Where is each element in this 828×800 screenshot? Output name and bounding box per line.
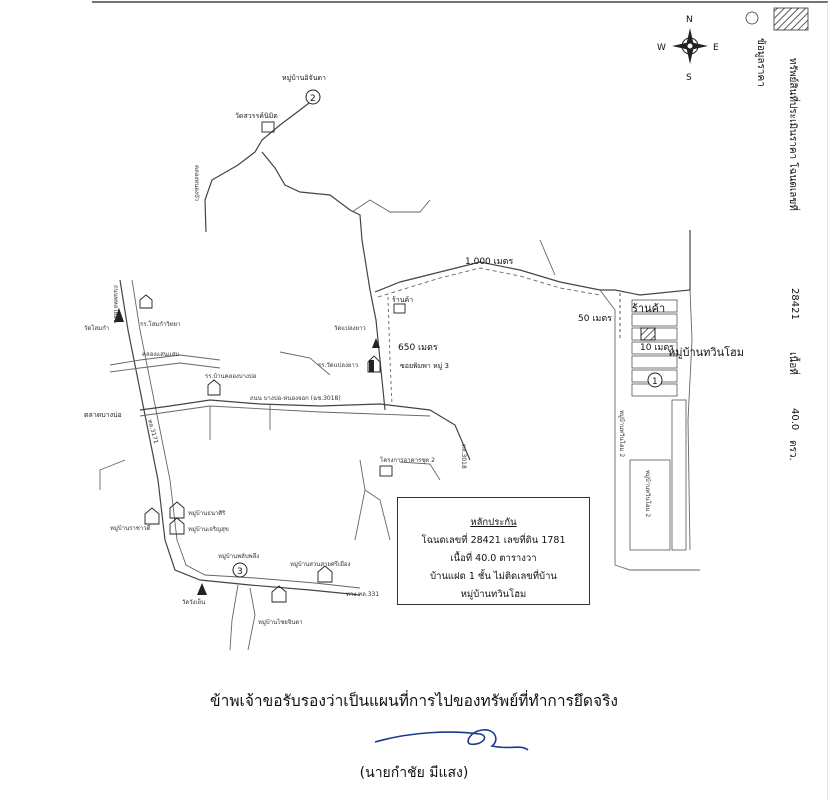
side-area-value: 40.0 xyxy=(789,408,800,431)
road-site-right xyxy=(687,289,693,551)
site-blocks xyxy=(629,299,687,551)
temple-top-box xyxy=(261,121,275,133)
road-branch-i xyxy=(247,587,256,651)
label-village-bottom: หมู่บ้านไชยจินดา xyxy=(258,618,303,626)
certification-text: ข้าพเจ้าขอรับรองว่าเป็นแผนที่การไปของทรั… xyxy=(210,692,618,710)
compass-rose-icon xyxy=(672,28,708,64)
canal-left-line-2 xyxy=(109,362,221,373)
label-school-market: รร.บ้านคลองบางบ่อ xyxy=(205,373,257,380)
label-dist-10: 10 เมตร xyxy=(640,343,674,353)
road-to-site xyxy=(374,261,615,293)
road-main-left-edge xyxy=(131,279,361,589)
road-branch-g xyxy=(399,461,441,481)
label-dist-50: 50 เมตร xyxy=(578,314,612,324)
label-village-lsi: หมู่บ้านธนาศิริ xyxy=(188,510,226,517)
label-village-phonphan: หมู่บ้านพลับพลึง xyxy=(218,553,259,560)
road-3018 xyxy=(139,399,471,461)
side-area-label: เนื้อที่ xyxy=(787,352,798,375)
label-shop-2: ร้านค้า xyxy=(632,302,665,315)
label-market: ตลาดบางบ่อ xyxy=(84,411,122,419)
label-village-winhom-road: หมู่บ้านทวินโฮม 2 xyxy=(618,410,626,457)
label-dist-1000: 1,000 เมตร xyxy=(465,257,513,267)
label-canal-left: คลองแสนแสบ xyxy=(142,351,179,358)
canal-left-line xyxy=(109,354,221,366)
road-top-left xyxy=(204,95,319,233)
label-village-rachawadee: หมู่บ้านราชาวดี xyxy=(110,524,151,532)
hatch-legend-swatch xyxy=(773,7,809,31)
legend-circle-icon xyxy=(745,11,759,25)
label-road-3018: ถนน บางบ่อ-หนองจอก (ฉช.3018) xyxy=(250,395,341,402)
route-dashed-vertical xyxy=(387,296,393,406)
label-village-winhom: หมู่บ้านทวินโฮม xyxy=(668,345,744,359)
project-box xyxy=(379,465,393,477)
label-road-3018-short: ทล.3018 xyxy=(460,444,467,469)
label-temple-top: วัดสวรรค์นิมิต xyxy=(235,112,278,120)
collateral-title: หลักประกัน xyxy=(470,517,517,528)
marker-1-circle xyxy=(647,372,663,388)
collateral-line-1: โฉนดเลขที่ 28421 เลขที่ดิน 1781 xyxy=(421,535,566,546)
collateral-line-2: เนื้อที่ 40.0 ตารางวา xyxy=(450,553,537,564)
label-temple-bottom: วัดวังเย็น xyxy=(182,597,205,606)
road-central xyxy=(261,151,386,411)
road-3018-edge xyxy=(139,405,431,417)
compass-w: W xyxy=(657,43,666,53)
collateral-line-3: บ้านแฝด 1 ชั้น ไม่ติดเลขที่บ้าน xyxy=(430,571,557,582)
road-branch-f xyxy=(364,489,391,541)
marker-3-circle xyxy=(232,562,248,578)
label-school-mid: รร.วัดแปลงยาว xyxy=(318,362,358,369)
marker-3: 3 xyxy=(237,567,243,577)
road-site-top xyxy=(614,230,691,296)
label-village-2: หมู่บ้านอิจันดา xyxy=(282,74,326,82)
side-deed-no: 28421 xyxy=(789,288,800,320)
label-project-2: โครงการอาคารชุด 2 xyxy=(380,456,435,464)
collateral-parcel-hatched xyxy=(640,327,656,341)
collateral-line-4: หมู่บ้านทวินโฮม xyxy=(460,589,527,600)
compass-s: S xyxy=(686,73,692,83)
label-dist-650: 650 เมตร xyxy=(398,343,438,353)
side-hatch-legend: ข้อมูลราคา xyxy=(755,38,766,87)
marker-2-circle xyxy=(305,89,321,105)
side-area-unit: ตรว. xyxy=(787,440,798,461)
label-village-jaroen: หมู่บ้านเจริญสุข xyxy=(188,526,229,533)
label-canal-vertical: คลองหนองบัว xyxy=(193,165,200,201)
road-site-left xyxy=(599,289,616,565)
side-title: ทรัพย์สินที่ประเมินราคา โฉนดเลขที่ xyxy=(787,58,798,211)
road-branch-h xyxy=(229,584,239,651)
temple-icon xyxy=(114,308,380,595)
marker-2: 2 xyxy=(310,94,316,104)
label-soi: ซอยพิมพา หมู่ 3 xyxy=(400,362,449,370)
label-school-left: รร.โสมกำวิทยา xyxy=(140,320,180,328)
signer-name: (นายกำชัย มีแสง) xyxy=(359,765,469,781)
road-site-bottom xyxy=(614,564,700,571)
shop-box xyxy=(393,303,406,314)
marker-1: 1 xyxy=(652,377,658,387)
road-main-left xyxy=(119,279,361,596)
collateral-info-box: หลักประกัน โฉนดเลขที่ 28421 เลขที่ดิน 17… xyxy=(397,497,590,605)
road-branch-e xyxy=(354,459,366,541)
soi-marker xyxy=(369,360,374,372)
label-main-road: ถนนพหลโยธิน xyxy=(112,285,120,323)
road-branch-j xyxy=(99,459,126,490)
label-temple-left: วัดโสมกำ xyxy=(84,324,109,332)
compass-n: N xyxy=(686,15,693,25)
label-temple-mid: วัดแปลงยาว xyxy=(334,325,366,332)
road-branch-a xyxy=(539,239,556,276)
road-branch-d xyxy=(279,351,331,376)
label-village-winhom-block: หมู่บ้านทวินโฮม 2 xyxy=(644,470,652,517)
label-village-3: หมู่บ้านสวนสายศรีเมือง xyxy=(290,560,351,568)
label-shop-1: ร้านค้า xyxy=(392,296,413,304)
house-icon xyxy=(139,294,381,603)
signature-icon xyxy=(374,729,529,751)
compass-e: E xyxy=(713,43,719,53)
road-branch-top xyxy=(351,199,431,213)
label-road-331: ทาง ทล.331 xyxy=(346,591,379,598)
route-dashed xyxy=(377,267,601,298)
